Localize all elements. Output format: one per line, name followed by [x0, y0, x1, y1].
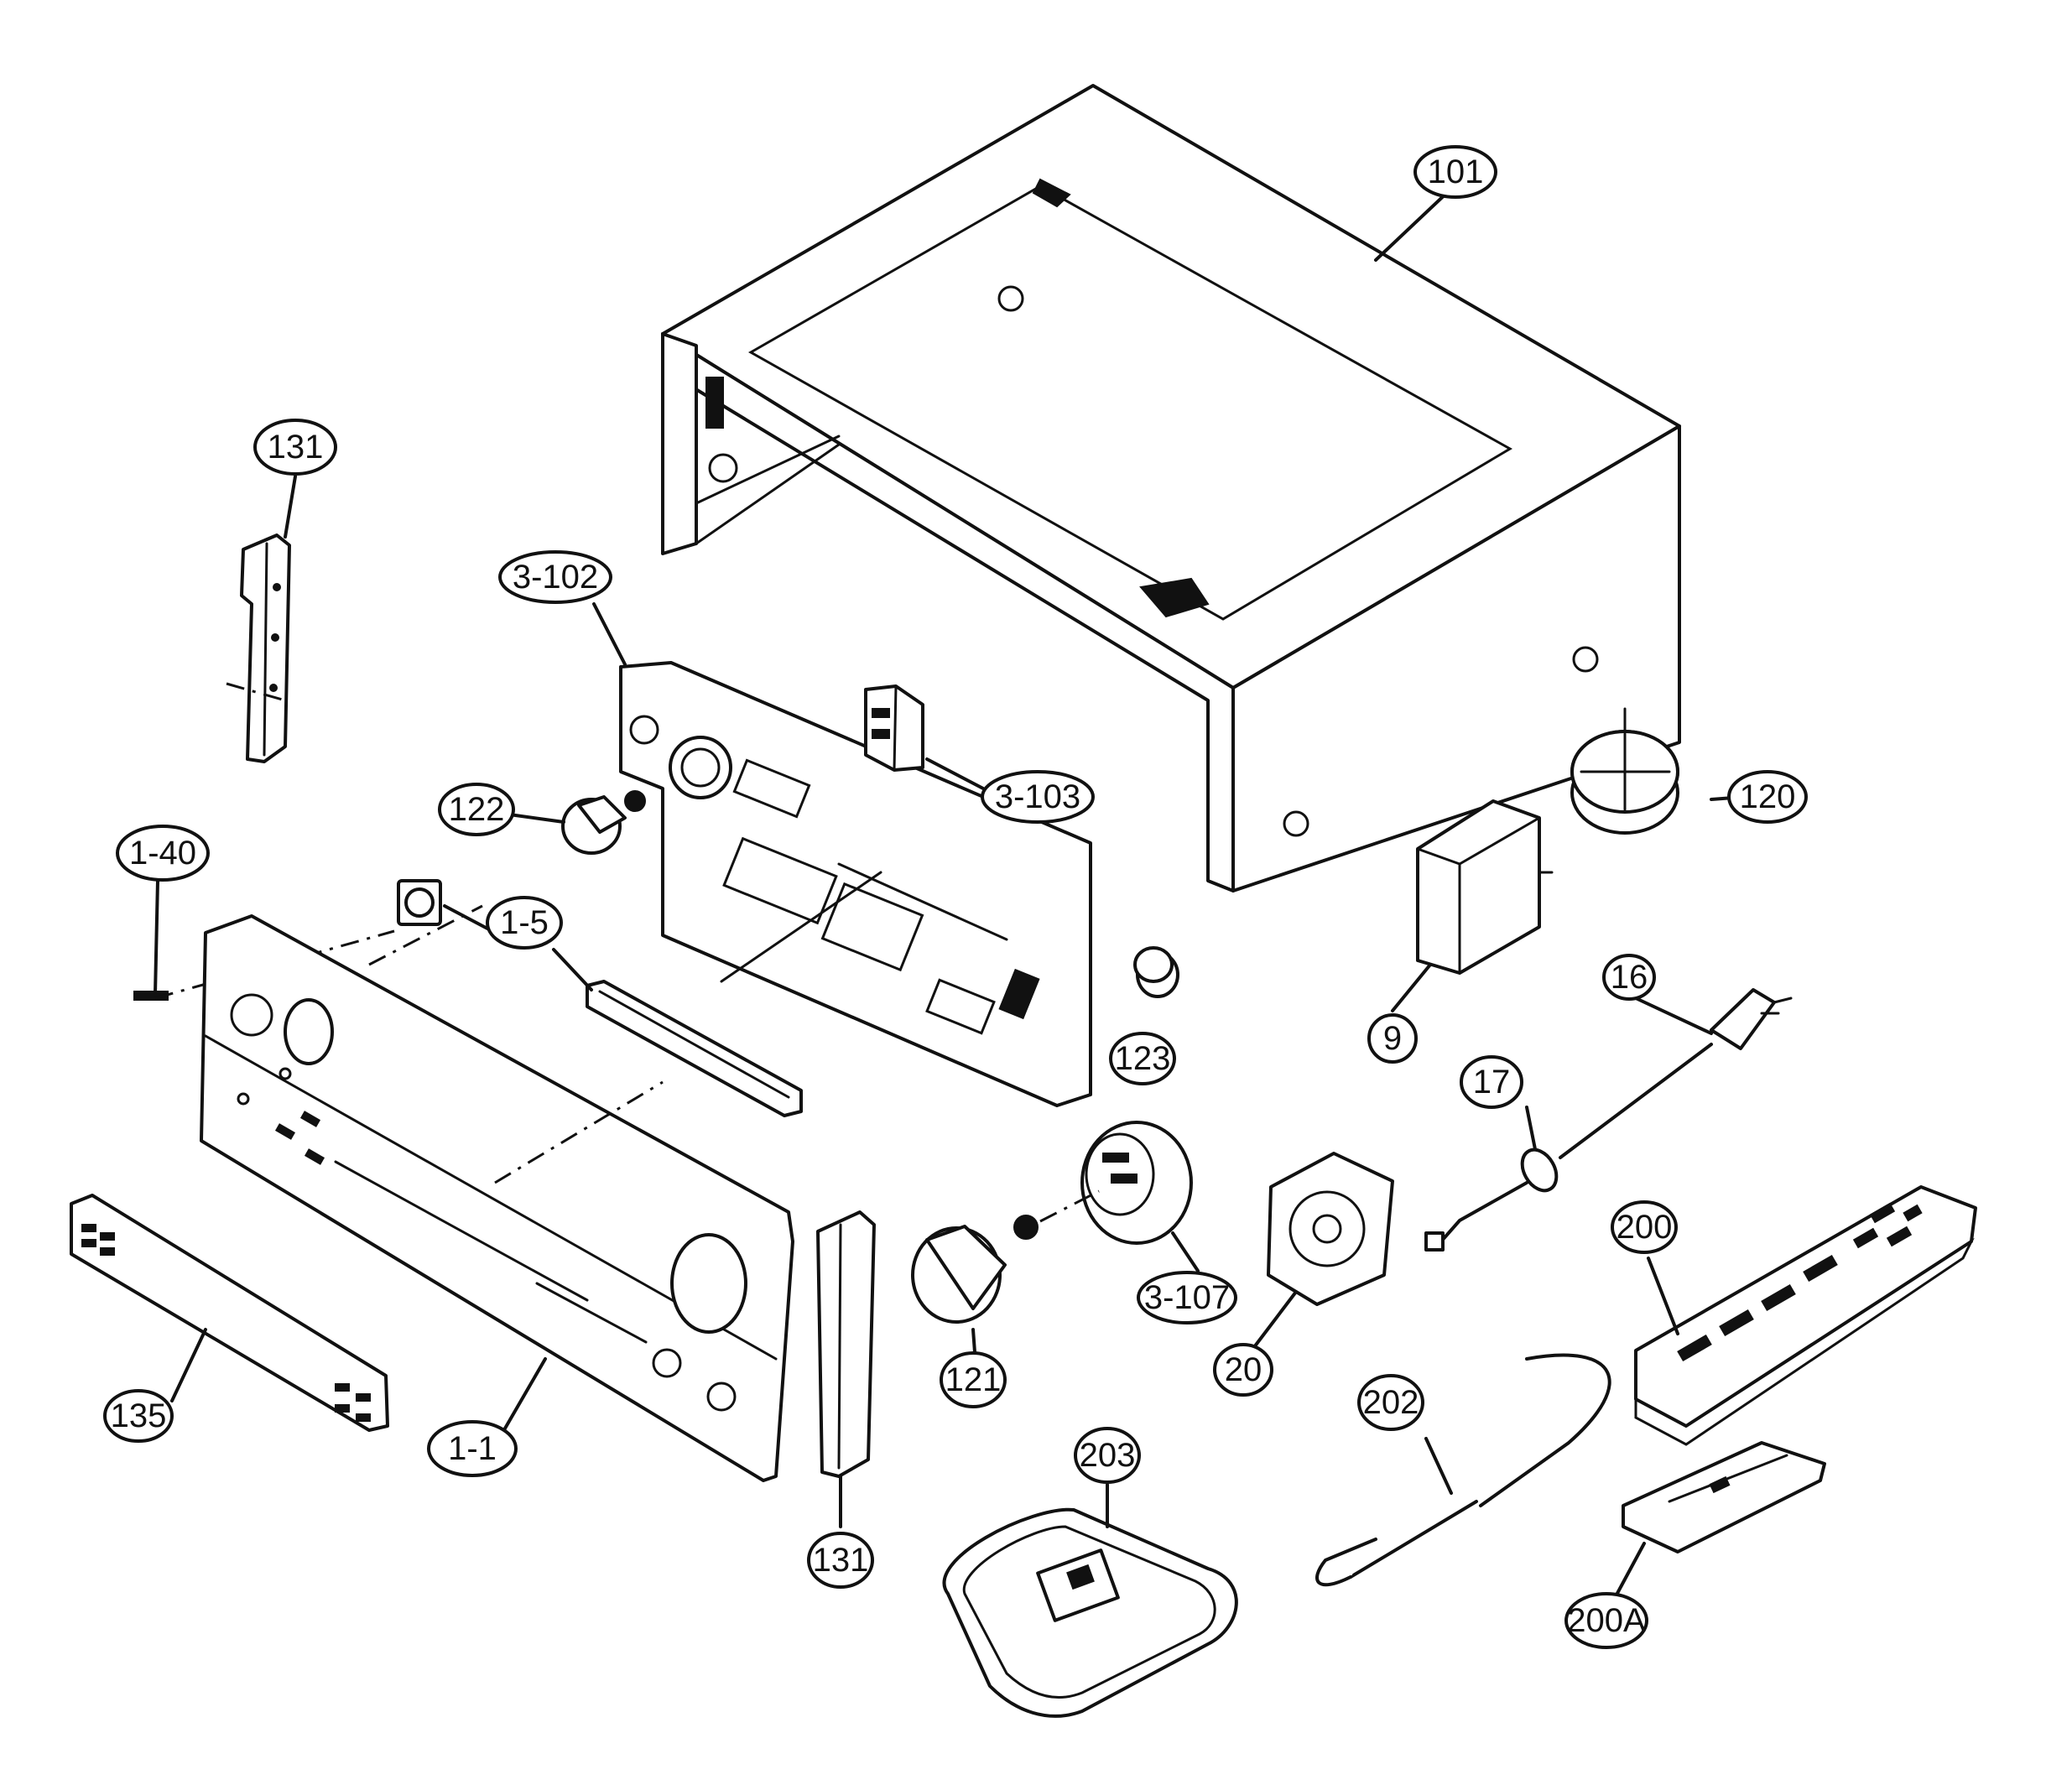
callout-203: 203	[1074, 1427, 1141, 1484]
remote-control-part	[1634, 1185, 1977, 1446]
svg-text:131: 131	[813, 1542, 869, 1579]
svg-text:3-103: 3-103	[995, 778, 1080, 815]
callout-9: 9	[1367, 1013, 1418, 1064]
front-chassis-board-part	[619, 661, 1092, 1107]
callout-123: 123	[1109, 1032, 1176, 1085]
callout-135: 135	[103, 1389, 174, 1443]
svg-text:203: 203	[1080, 1437, 1136, 1474]
leader-3-103	[925, 757, 985, 790]
leader-9	[1391, 963, 1432, 1012]
display-window-part	[586, 980, 803, 1117]
callout-1-1: 1-1	[427, 1420, 518, 1477]
svg-text:16: 16	[1611, 959, 1648, 996]
svg-text:200: 200	[1616, 1209, 1673, 1246]
knob-122-part	[561, 790, 646, 855]
leader-101	[1374, 187, 1453, 262]
guide-1-1-b	[494, 1080, 664, 1184]
leader-3-102	[592, 602, 627, 666]
callout-200: 200	[1611, 1200, 1678, 1254]
guide-3-107	[1039, 1189, 1100, 1223]
fm-antenna-part	[1315, 1353, 1611, 1587]
leader-1-1	[497, 1357, 547, 1440]
leader-200	[1647, 1257, 1679, 1335]
leader-1-5	[443, 904, 491, 931]
leader-20	[1250, 1290, 1298, 1352]
leader-display	[552, 948, 593, 991]
leader-131-upper	[284, 475, 297, 539]
svg-text:202: 202	[1363, 1384, 1419, 1421]
leader-200A	[1613, 1542, 1646, 1600]
callout-16: 16	[1602, 954, 1656, 1001]
sub-panel-part	[70, 1194, 389, 1432]
svg-text:3-107: 3-107	[1144, 1279, 1230, 1316]
svg-text:1-40: 1-40	[129, 835, 196, 872]
callout-121: 121	[940, 1351, 1007, 1408]
callout-1-5: 1-5	[486, 896, 563, 950]
callout-3-103: 3-103	[981, 770, 1095, 824]
encoder-unit-part	[1013, 1121, 1193, 1245]
svg-text:120: 120	[1740, 778, 1796, 815]
svg-text:3-102: 3-102	[513, 559, 598, 596]
callout-131-lower: 131	[807, 1532, 874, 1589]
leader-121	[971, 1328, 976, 1354]
cooling-fan-part	[1267, 1152, 1394, 1306]
am-loop-antenna-part	[942, 1507, 1238, 1718]
svg-text:1-1: 1-1	[448, 1430, 497, 1467]
pin-part	[133, 879, 169, 1001]
callout-3-107: 3-107	[1137, 1271, 1237, 1324]
callout-101: 101	[1413, 145, 1497, 199]
guide-1-1	[368, 904, 483, 966]
svg-text:20: 20	[1225, 1351, 1262, 1388]
power-box-part	[1416, 799, 1554, 975]
battery-cover-part	[1622, 1441, 1826, 1553]
svg-text:123: 123	[1115, 1040, 1171, 1077]
knob-123-part	[1133, 946, 1179, 998]
leader-16	[1634, 997, 1713, 1035]
svg-text:9: 9	[1383, 1020, 1402, 1057]
svg-text:1-5: 1-5	[500, 904, 549, 941]
svg-text:122: 122	[449, 791, 505, 828]
callout-17: 17	[1460, 1055, 1523, 1109]
callout-131-upper: 131	[253, 419, 337, 476]
front-panel-part	[200, 914, 794, 1482]
button-holder-part	[397, 879, 442, 926]
svg-text:135: 135	[111, 1397, 167, 1434]
callout-200A: 200A	[1564, 1592, 1648, 1649]
svg-text:17: 17	[1473, 1064, 1511, 1101]
callout-1-40: 1-40	[116, 825, 210, 882]
side-bracket-upper-part	[226, 533, 291, 763]
callout-122: 122	[438, 783, 515, 836]
leader-3-107	[1171, 1231, 1200, 1272]
callout-20: 20	[1213, 1343, 1273, 1397]
callout-3-102: 3-102	[498, 550, 612, 604]
side-bracket-lower-part	[816, 1210, 876, 1478]
round-foot-part	[1570, 707, 1679, 835]
leader-135	[170, 1328, 207, 1402]
callout-120: 120	[1727, 770, 1808, 824]
svg-text:101: 101	[1428, 154, 1484, 190]
small-module-part	[864, 684, 924, 772]
top-cover-part	[661, 84, 1681, 892]
svg-text:131: 131	[268, 429, 324, 466]
leader-202	[1424, 1437, 1453, 1495]
svg-text:121: 121	[945, 1361, 1002, 1398]
callout-202: 202	[1357, 1374, 1424, 1431]
leader-17	[1525, 1106, 1537, 1151]
knob-121-part	[911, 1225, 1007, 1324]
power-cord-part	[1424, 988, 1793, 1252]
svg-text:200A: 200A	[1567, 1602, 1646, 1639]
